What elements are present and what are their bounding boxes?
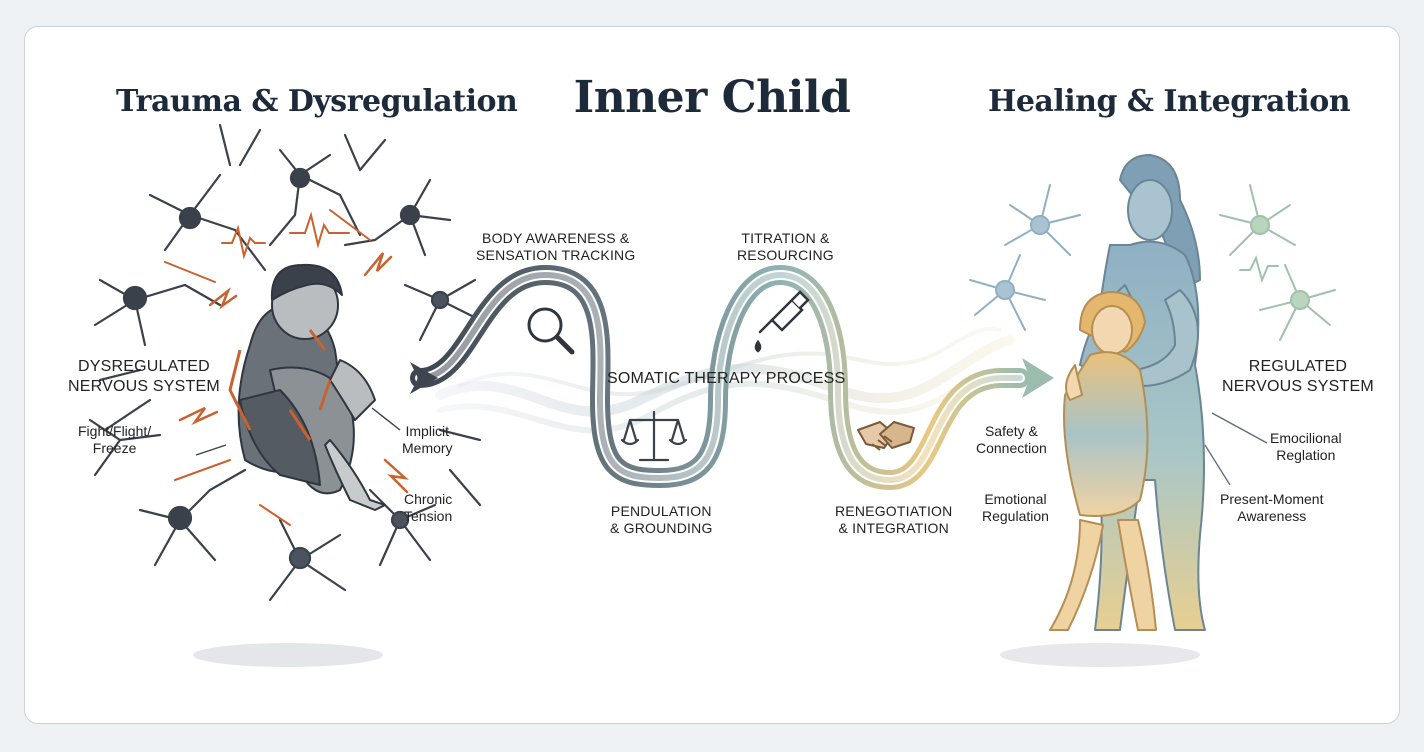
emocilional-line-1: Emocilional bbox=[1270, 430, 1342, 446]
fight-line-1: Fight/Flight/ bbox=[78, 423, 152, 439]
safety-line-1: Safety & bbox=[984, 423, 1038, 439]
body-awareness-label: BODY AWARENESS & SENSATION TRACKING bbox=[476, 230, 635, 264]
dropper-icon bbox=[754, 290, 810, 353]
emocilional-reglation-label: Emocilional Reglation bbox=[1270, 430, 1342, 464]
healing-title: Healing & Integration bbox=[988, 84, 1351, 119]
crouching-child bbox=[228, 263, 386, 511]
right-label-leaders bbox=[1204, 412, 1268, 486]
present-line-1: Present-Moment bbox=[1220, 491, 1324, 507]
child-figure bbox=[1049, 291, 1157, 631]
dysregulated-line-1: DYSREGULATED bbox=[77, 358, 210, 375]
tension-line-2: Tension bbox=[404, 508, 453, 524]
healing-shadow bbox=[1000, 643, 1200, 667]
emotional-regulation-label: Emotional Regulation bbox=[982, 491, 1049, 525]
safety-line-2: Connection bbox=[976, 440, 1047, 456]
left-label-leaders bbox=[195, 407, 401, 456]
implicit-memory-label: Implicit Memory bbox=[402, 423, 453, 457]
emotional-line-1: Emotional bbox=[984, 491, 1047, 507]
end-arrowhead bbox=[1022, 358, 1054, 398]
memory-line-2: Memory bbox=[402, 440, 453, 456]
renegotiation-line-1: RENEGOTIATION bbox=[835, 503, 953, 519]
trauma-title: Trauma & Dysregulation bbox=[116, 84, 518, 119]
fight-line-2: Freeze bbox=[92, 440, 137, 456]
start-arrowhead bbox=[410, 362, 438, 394]
memory-line-1: Implicit bbox=[405, 423, 450, 439]
titration-line-1: TITRATION & bbox=[741, 230, 830, 246]
present-line-2: Awareness bbox=[1237, 508, 1307, 524]
regulated-system-label: REGULATED NERVOUS SYSTEM bbox=[1222, 357, 1374, 397]
present-moment-label: Present-Moment Awareness bbox=[1220, 491, 1323, 525]
emocilional-line-2: Reglation bbox=[1276, 447, 1336, 463]
pendulation-line-1: PENDULATION bbox=[610, 503, 712, 519]
scale-icon bbox=[620, 410, 688, 462]
chronic-tension-label: Chronic Tension bbox=[404, 491, 452, 525]
main-title: Inner Child bbox=[573, 72, 851, 123]
titration-label: TITRATION & RESOURCING bbox=[737, 230, 834, 264]
dysregulated-neurons bbox=[88, 123, 482, 602]
dysregulated-system-label: DYSREGULATED NERVOUS SYSTEM bbox=[68, 357, 220, 397]
child-shadow bbox=[193, 643, 383, 667]
regulated-line-2: NERVOUS SYSTEM bbox=[1222, 378, 1374, 395]
fight-flight-label: Fight/Flight/ Freeze bbox=[78, 423, 151, 457]
emotional-line-2: Regulation bbox=[982, 508, 1049, 524]
magnifier-icon bbox=[527, 307, 575, 355]
tension-line-1: Chronic bbox=[404, 491, 453, 507]
regulated-neurons bbox=[969, 184, 1081, 331]
body-awareness-line-1: BODY AWARENESS & bbox=[482, 230, 630, 246]
pendulation-line-2: & GROUNDING bbox=[610, 520, 713, 536]
renegotiation-line-2: & INTEGRATION bbox=[838, 520, 949, 536]
trauma-accents bbox=[164, 209, 409, 526]
pendulation-label: PENDULATION & GROUNDING bbox=[610, 503, 713, 537]
renegotiation-label: RENEGOTIATION & INTEGRATION bbox=[835, 503, 952, 537]
body-awareness-line-2: SENSATION TRACKING bbox=[476, 247, 636, 263]
dysregulated-line-2: NERVOUS SYSTEM bbox=[68, 378, 220, 395]
somatic-process-label: SOMATIC THERAPY PROCESS bbox=[607, 370, 846, 387]
handshake-icon bbox=[857, 421, 915, 451]
regulated-line-1: REGULATED bbox=[1248, 358, 1348, 375]
safety-connection-label: Safety & Connection bbox=[976, 423, 1047, 457]
titration-line-2: RESOURCING bbox=[737, 247, 834, 263]
regulated-neurons-green bbox=[1219, 184, 1336, 341]
